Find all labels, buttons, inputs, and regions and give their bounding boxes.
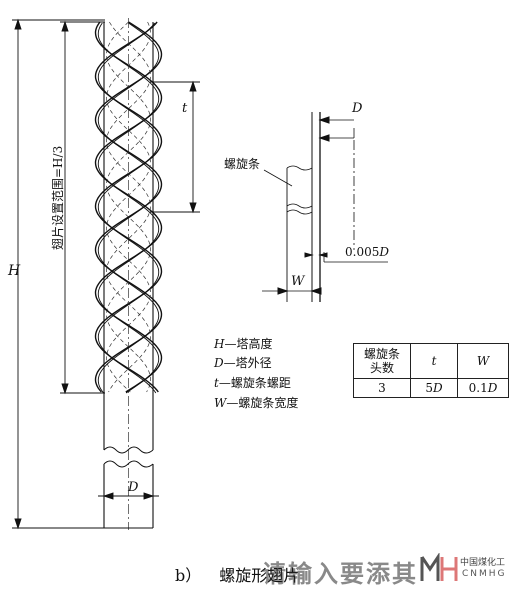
header-width: W — [457, 343, 509, 379]
strake-curve — [94, 21, 163, 393]
helical-strakes — [94, 21, 163, 394]
table-row: 3 5D 0.1D — [353, 378, 509, 398]
bottom-diameter-dimension — [98, 492, 159, 500]
figure-caption: b） 螺旋形翅片 — [175, 562, 299, 586]
strake-hidden-curve — [106, 21, 151, 393]
fin-range-dimension — [60, 20, 105, 395]
bottom-diameter-label: D — [127, 480, 139, 495]
strake-curve — [97, 22, 160, 394]
cell-strake-count: 3 — [353, 378, 411, 398]
header-strake-count: 螺旋条 头数 — [353, 343, 411, 379]
cell-pitch: 5D — [410, 378, 458, 398]
fin-range-label: 翅片设置范围=H/3 — [50, 146, 65, 250]
table-header-row: 螺旋条 头数 t W — [353, 343, 509, 379]
caption-index: b） — [175, 566, 202, 585]
legend-item-pitch: t—螺旋条螺距 — [214, 376, 291, 390]
logo-cn: 中国煤化工 — [460, 558, 506, 568]
strake-label: 螺旋条 — [224, 157, 260, 171]
publisher-logo: 中国煤化工 CNMHG — [420, 553, 515, 585]
caption-text: 螺旋形翅片 — [219, 566, 300, 585]
logo-en: CNMHG — [462, 569, 507, 579]
strake-hidden-curve — [106, 21, 151, 393]
strake-curve — [97, 22, 160, 394]
detail-section — [262, 112, 388, 302]
pitch-dimension — [150, 80, 200, 214]
height-label: H — [7, 263, 21, 279]
strake-curve — [94, 21, 163, 393]
strake-width-label: W — [291, 274, 306, 289]
pitch-label: t — [182, 101, 188, 116]
header-pitch: t — [410, 343, 458, 379]
detail-diameter-label: D — [351, 101, 363, 116]
logo-mark-icon — [420, 553, 458, 581]
height-dimension — [12, 18, 105, 530]
watermark-text: 请输入要添其 — [262, 560, 418, 588]
strake-hidden-curve — [106, 21, 151, 393]
strake-curve — [97, 22, 160, 394]
legend-item-height: H—塔高度 — [214, 337, 273, 351]
cell-width: 0.1D — [457, 378, 509, 398]
strake-parameter-table: 螺旋条 头数 t W 3 5D 0.1D — [353, 343, 509, 398]
legend-item-diameter: D—塔外径 — [214, 356, 272, 370]
legend-item-width: W—螺旋条宽度 — [214, 396, 299, 410]
gap-label: 0.005D — [345, 245, 389, 259]
